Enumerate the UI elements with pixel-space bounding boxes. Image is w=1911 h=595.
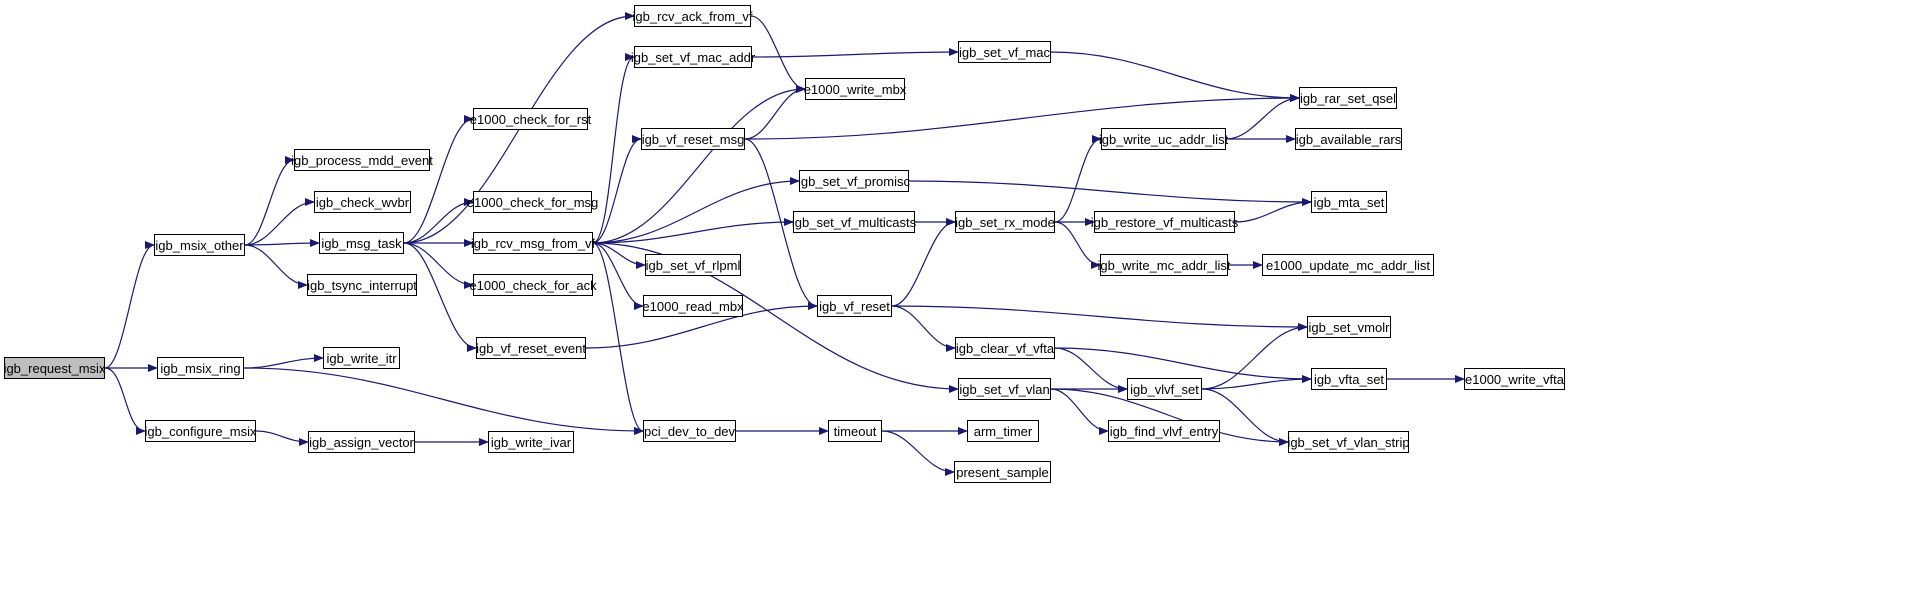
node-igb-vlvf-set[interactable]: igb_vlvf_set [1127,378,1202,400]
edge-igb_vf_reset-to-igb_set_rx_mode [891,218,956,307]
node-igb-assign-vector[interactable]: igb_assign_vector [308,431,415,453]
edge-igb_write_uc_addr_list-to-igb_rar_set_qsel [1225,94,1300,140]
node-arm-timer[interactable]: arm_timer [967,420,1039,442]
node-e1000-check-for-msg[interactable]: e1000_check_for_msg [467,191,598,213]
node-igb-set-vf-multicasts[interactable]: igb_set_vf_multicasts [792,211,916,233]
node-igb-set-vf-mac[interactable]: igb_set_vf_mac [958,41,1051,63]
edge-igb_rcv_msg_from_vf-to-igb_set_vf_mac_addr [592,53,635,244]
node-e1000-check-for-ack[interactable]: e1000_check_for_ack [469,274,597,296]
node-pci-dev-to-dev[interactable]: pci_dev_to_dev [643,420,736,442]
node-igb-set-vf-promisc[interactable]: igb_set_vf_promisc [798,170,910,192]
node-e1000-write-vfta[interactable]: e1000_write_vfta [1464,368,1565,390]
edge-igb_set_vf_vlan-to-igb_set_vf_vlan_strip [1050,388,1289,446]
edge-igb_vf_reset_msg-to-e1000_write_mbx [744,85,806,140]
edge-igb_rcv_msg_from_vf-to-igb_set_vf_multicasts [592,218,794,244]
edge-igb_restore_vf_multicasts-to-igb_mta_set [1234,198,1312,223]
node-present-sample[interactable]: present_sample [954,461,1051,483]
edge-timeout-to-present_sample [881,430,955,476]
node-igb-check-wvbr[interactable]: igb_check_wvbr [314,191,411,213]
edge-igb_set_rx_mode-to-igb_write_mc_addr_list [1054,221,1101,269]
edge-igb_msix_ring-to-pci_dev_to_dev [243,367,644,435]
node-igb-available-rars[interactable]: igb_available_rars [1295,128,1402,150]
edge-igb_vf_reset_event-to-igb_vf_reset [585,302,818,349]
node-igb-set-vf-vlan[interactable]: igb_set_vf_vlan [958,378,1051,400]
node-igb-set-vf-vlan-strip[interactable]: igb_set_vf_vlan_strip [1287,431,1410,453]
node-igb-rcv-msg-from-vf[interactable]: igb_rcv_msg_from_vf [471,232,595,254]
edge-igb_msg_task-to-e1000_check_for_msg [403,198,474,244]
node-igb-clear-vf-vfta[interactable]: igb_clear_vf_vfta [955,337,1055,359]
edge-igb_set_rx_mode-to-igb_write_uc_addr_list [1054,135,1102,223]
edge-igb_msix_other-to-igb_msg_task [244,239,320,248]
node-igb-mta-set[interactable]: igb_mta_set [1311,191,1387,213]
edge-igb_msg_task-to-e1000_check_for_rst [403,115,474,244]
node-igb-vf-reset-msg[interactable]: igb_vf_reset_msg [641,128,745,150]
edge-igb_set_vf_mac-to-igb_rar_set_qsel [1050,51,1300,102]
edge-igb_rcv_msg_from_vf-to-pci_dev_to_dev [592,242,644,435]
node-igb-configure-msix[interactable]: igb_configure_msix [145,420,257,442]
edge-igb_clear_vf_vfta-to-igb_vfta_set [1054,347,1312,383]
edge-igb_vf_reset-to-igb_set_vmolr [891,305,1308,331]
node-timeout[interactable]: timeout [828,420,882,442]
node-igb-vf-reset-event[interactable]: igb_vf_reset_event [476,337,586,359]
edge-igb_msix_other-to-igb_tsync_interrupt [244,244,308,289]
edge-igb_vlvf_set-to-igb_set_vf_vlan_strip [1201,388,1289,446]
edge-igb_set_vf_vlan-to-igb_find_vlvf_entry [1050,388,1109,435]
node-igb-rar-set-qsel[interactable]: igb_rar_set_qsel [1299,87,1397,109]
node-igb-vf-reset[interactable]: igb_vf_reset [817,295,892,317]
node-igb-msix-ring[interactable]: igb_msix_ring [157,357,244,379]
node-e1000-read-mbx[interactable]: e1000_read_mbx [642,295,744,317]
edge-igb_vf_reset-to-igb_clear_vf_vfta [891,305,956,352]
edge-igb_msg_task-to-e1000_check_for_ack [403,242,474,289]
edge-igb_msg_task-to-igb_vf_reset_event [403,242,477,352]
node-igb-tsync-interrupt[interactable]: igb_tsync_interrupt [307,274,417,296]
node-igb-write-uc-addr-list[interactable]: igb_write_uc_addr_list [1099,128,1228,150]
edge-igb_vlvf_set-to-igb_vfta_set [1201,375,1312,390]
edge-igb_rcv_msg_from_vf-to-e1000_read_mbx [592,242,644,310]
edge-igb_rcv_msg_from_vf-to-igb_set_vf_vlan [592,242,959,393]
edge-igb_rcv_msg_from_vf-to-e1000_write_mbx [592,85,806,244]
node-igb-set-vf-mac-addr[interactable]: igb_set_vf_mac_addr [631,46,755,68]
node-e1000-update-mc-addr-list[interactable]: e1000_update_mc_addr_list [1262,254,1434,276]
edge-igb_vlvf_set-to-igb_set_vmolr [1201,323,1308,390]
edge-igb_set_vf_promisc-to-igb_mta_set [908,180,1312,206]
node-igb-write-mc-addr-list[interactable]: igb_write_mc_addr_list [1098,254,1230,276]
node-igb-msg-task[interactable]: igb_msg_task [319,232,404,254]
node-igb-set-vmolr[interactable]: igb_set_vmolr [1307,316,1391,338]
node-igb-msix-other[interactable]: igb_msix_other [154,234,245,256]
node-igb-request-msix: igb_request_msix [4,357,105,379]
node-igb-find-vlvf-entry[interactable]: igb_find_vlvf_entry [1108,420,1220,442]
edge-igb_configure_msix-to-igb_assign_vector [255,430,309,446]
edge-igb_msix_other-to-igb_process_mdd_event [244,156,295,246]
edge-igb_msix_other-to-igb_check_wvbr [244,198,315,246]
node-igb-process-mdd-event[interactable]: igb_process_mdd_event [291,149,433,171]
node-igb-write-ivar[interactable]: igb_write_ivar [488,431,574,453]
node-igb-set-vf-rlpml[interactable]: igb_set_vf_rlpml [645,254,741,276]
node-e1000-check-for-rst[interactable]: e1000_check_for_rst [470,108,591,130]
node-igb-vfta-set[interactable]: igb_vfta_set [1311,368,1387,390]
edge-igb_request_msix-to-igb_msix_other [104,241,155,369]
edge-igb_vf_reset_msg-to-igb_rar_set_qsel [744,94,1300,140]
edge-igb_set_vf_mac_addr-to-igb_set_vf_mac [751,48,959,58]
edge-igb_vf_reset_msg-to-igb_vf_reset [744,138,818,310]
node-e1000-write-mbx[interactable]: e1000_write_mbx [804,78,906,100]
node-igb-rcv-ack-from-vf[interactable]: igb_rcv_ack_from_vf [633,5,752,27]
node-igb-restore-vf-multicasts[interactable]: igb_restore_vf_multicasts [1091,211,1238,233]
edge-igb_rcv_msg_from_vf-to-igb_vf_reset_msg [592,135,642,244]
edge-igb_request_msix-to-igb_configure_msix [104,367,146,435]
node-igb-write-itr[interactable]: igb_write_itr [323,347,400,369]
node-igb-set-rx-mode[interactable]: igb_set_rx_mode [955,211,1055,233]
